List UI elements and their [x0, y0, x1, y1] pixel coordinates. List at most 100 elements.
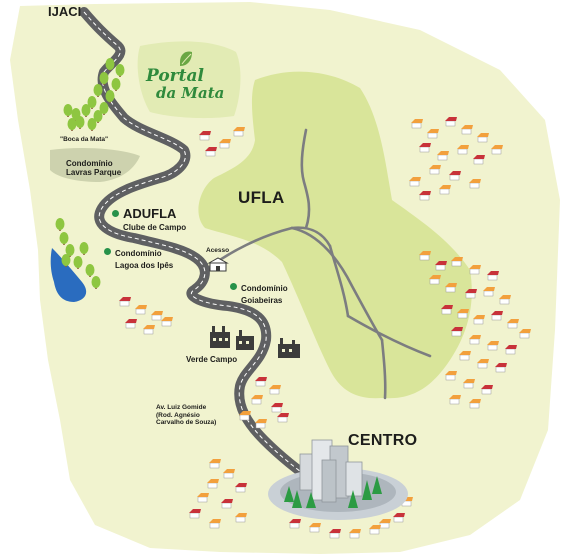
label-adufla-sub: Clube de Campo [123, 223, 187, 232]
house-icon [119, 297, 131, 307]
house-icon [457, 145, 469, 155]
house-icon [233, 127, 245, 137]
house-icon [419, 191, 431, 201]
tree-icon [91, 276, 101, 288]
lavras-parque-area [50, 148, 140, 182]
tree-icon [75, 116, 85, 128]
house-icon [451, 257, 463, 267]
house-icon [449, 171, 461, 181]
house-icon [473, 315, 485, 325]
house-icon [439, 185, 451, 195]
house-icon [477, 133, 489, 143]
house-icon [255, 377, 267, 387]
house-icon [197, 493, 209, 503]
label-acesso: Acesso [206, 247, 230, 254]
house-icon [143, 325, 155, 335]
house-icon [151, 311, 163, 321]
house-icon [437, 151, 449, 161]
lake [50, 248, 87, 302]
tree-icon [73, 256, 83, 268]
label-adufla-title: ADUFLA [123, 206, 177, 221]
label-boca-da-mata: "Boca da Mata" [60, 136, 109, 143]
house-icon [469, 179, 481, 189]
tree-icon [63, 104, 73, 116]
tree-icon [61, 254, 71, 266]
house-icon [235, 483, 247, 493]
house-icon [499, 295, 511, 305]
label-centro: CENTRO [348, 432, 418, 449]
tree-icon [59, 232, 69, 244]
house-icon [277, 413, 289, 423]
tree-icon [67, 118, 77, 130]
house-icon [445, 371, 457, 381]
house-icon [505, 345, 517, 355]
house-icon [457, 309, 469, 319]
tree-icon [115, 64, 125, 76]
label-goiabeiras: Condomínio Goiabeiras [230, 278, 288, 305]
house-icon [199, 131, 211, 141]
tree-icon [99, 72, 109, 84]
label-cond-lavras-parque-line2: Lavras Parque [66, 168, 122, 177]
tree-icon [81, 104, 91, 116]
house-icon [469, 399, 481, 409]
tree-icon [79, 242, 89, 254]
label-ufla: UFLA [238, 188, 285, 207]
tree-icon [93, 84, 103, 96]
tree-icon [87, 118, 97, 130]
label-ijaci: IJACI [48, 4, 82, 19]
house-icon [429, 275, 441, 285]
house-icon [393, 513, 405, 523]
house-icon [449, 395, 461, 405]
label-avenida-line2: (Rod. Agnésio [156, 411, 200, 419]
house-icon [451, 327, 463, 337]
tree-icon [55, 218, 65, 230]
house-icon [223, 469, 235, 479]
house-icon [473, 155, 485, 165]
label-avenida-line1: Av. Luiz Gomide [156, 404, 207, 411]
house-icon [519, 329, 531, 339]
house-icon [235, 513, 247, 523]
location-pin-icon [112, 210, 119, 218]
house-icon [209, 519, 221, 529]
house-icon [251, 395, 263, 405]
label-verde-campo: Verde Campo [186, 355, 238, 364]
house-icon [487, 271, 499, 281]
house-icon [349, 529, 361, 539]
house-icon [269, 385, 281, 395]
house-icon [469, 335, 481, 345]
house-icon [409, 177, 421, 187]
house-icon [495, 363, 507, 373]
house-icon [427, 129, 439, 139]
land-area [10, 2, 560, 554]
ufla-area [198, 71, 472, 399]
label-goiabeiras-line2: Goiabeiras [241, 296, 283, 305]
tree-icon [93, 110, 103, 122]
house-icon [209, 459, 221, 469]
house-icon [369, 525, 381, 535]
tree-icon [99, 102, 109, 114]
tree-icon [65, 244, 75, 256]
label-goiabeiras-line1: Condomínio [241, 284, 288, 293]
label-lagoa-line1: Condomínio [115, 249, 162, 258]
house-icon [255, 419, 267, 429]
tree-icon [105, 58, 115, 70]
tree-icon [111, 78, 121, 90]
house-icon [207, 479, 219, 489]
tree-cluster-lagoa [55, 218, 101, 289]
house-icon [441, 305, 453, 315]
house-icon [469, 265, 481, 275]
house-icon [205, 147, 217, 157]
house-icon [411, 119, 423, 129]
location-pin-icon [104, 248, 111, 256]
main-road-centerline [83, 11, 319, 485]
house-icon [239, 411, 251, 421]
house-icon [461, 125, 473, 135]
label-lagoa: Condomínio Lagoa dos Ipês [104, 243, 173, 270]
label-lagoa-line2: Lagoa dos Ipês [115, 261, 174, 270]
tree-icon [105, 90, 115, 102]
house-icon [221, 499, 233, 509]
house-clusters [119, 117, 531, 539]
house-icon [445, 283, 457, 293]
label-adufla: ADUFLA Clube de Campo [112, 205, 186, 232]
